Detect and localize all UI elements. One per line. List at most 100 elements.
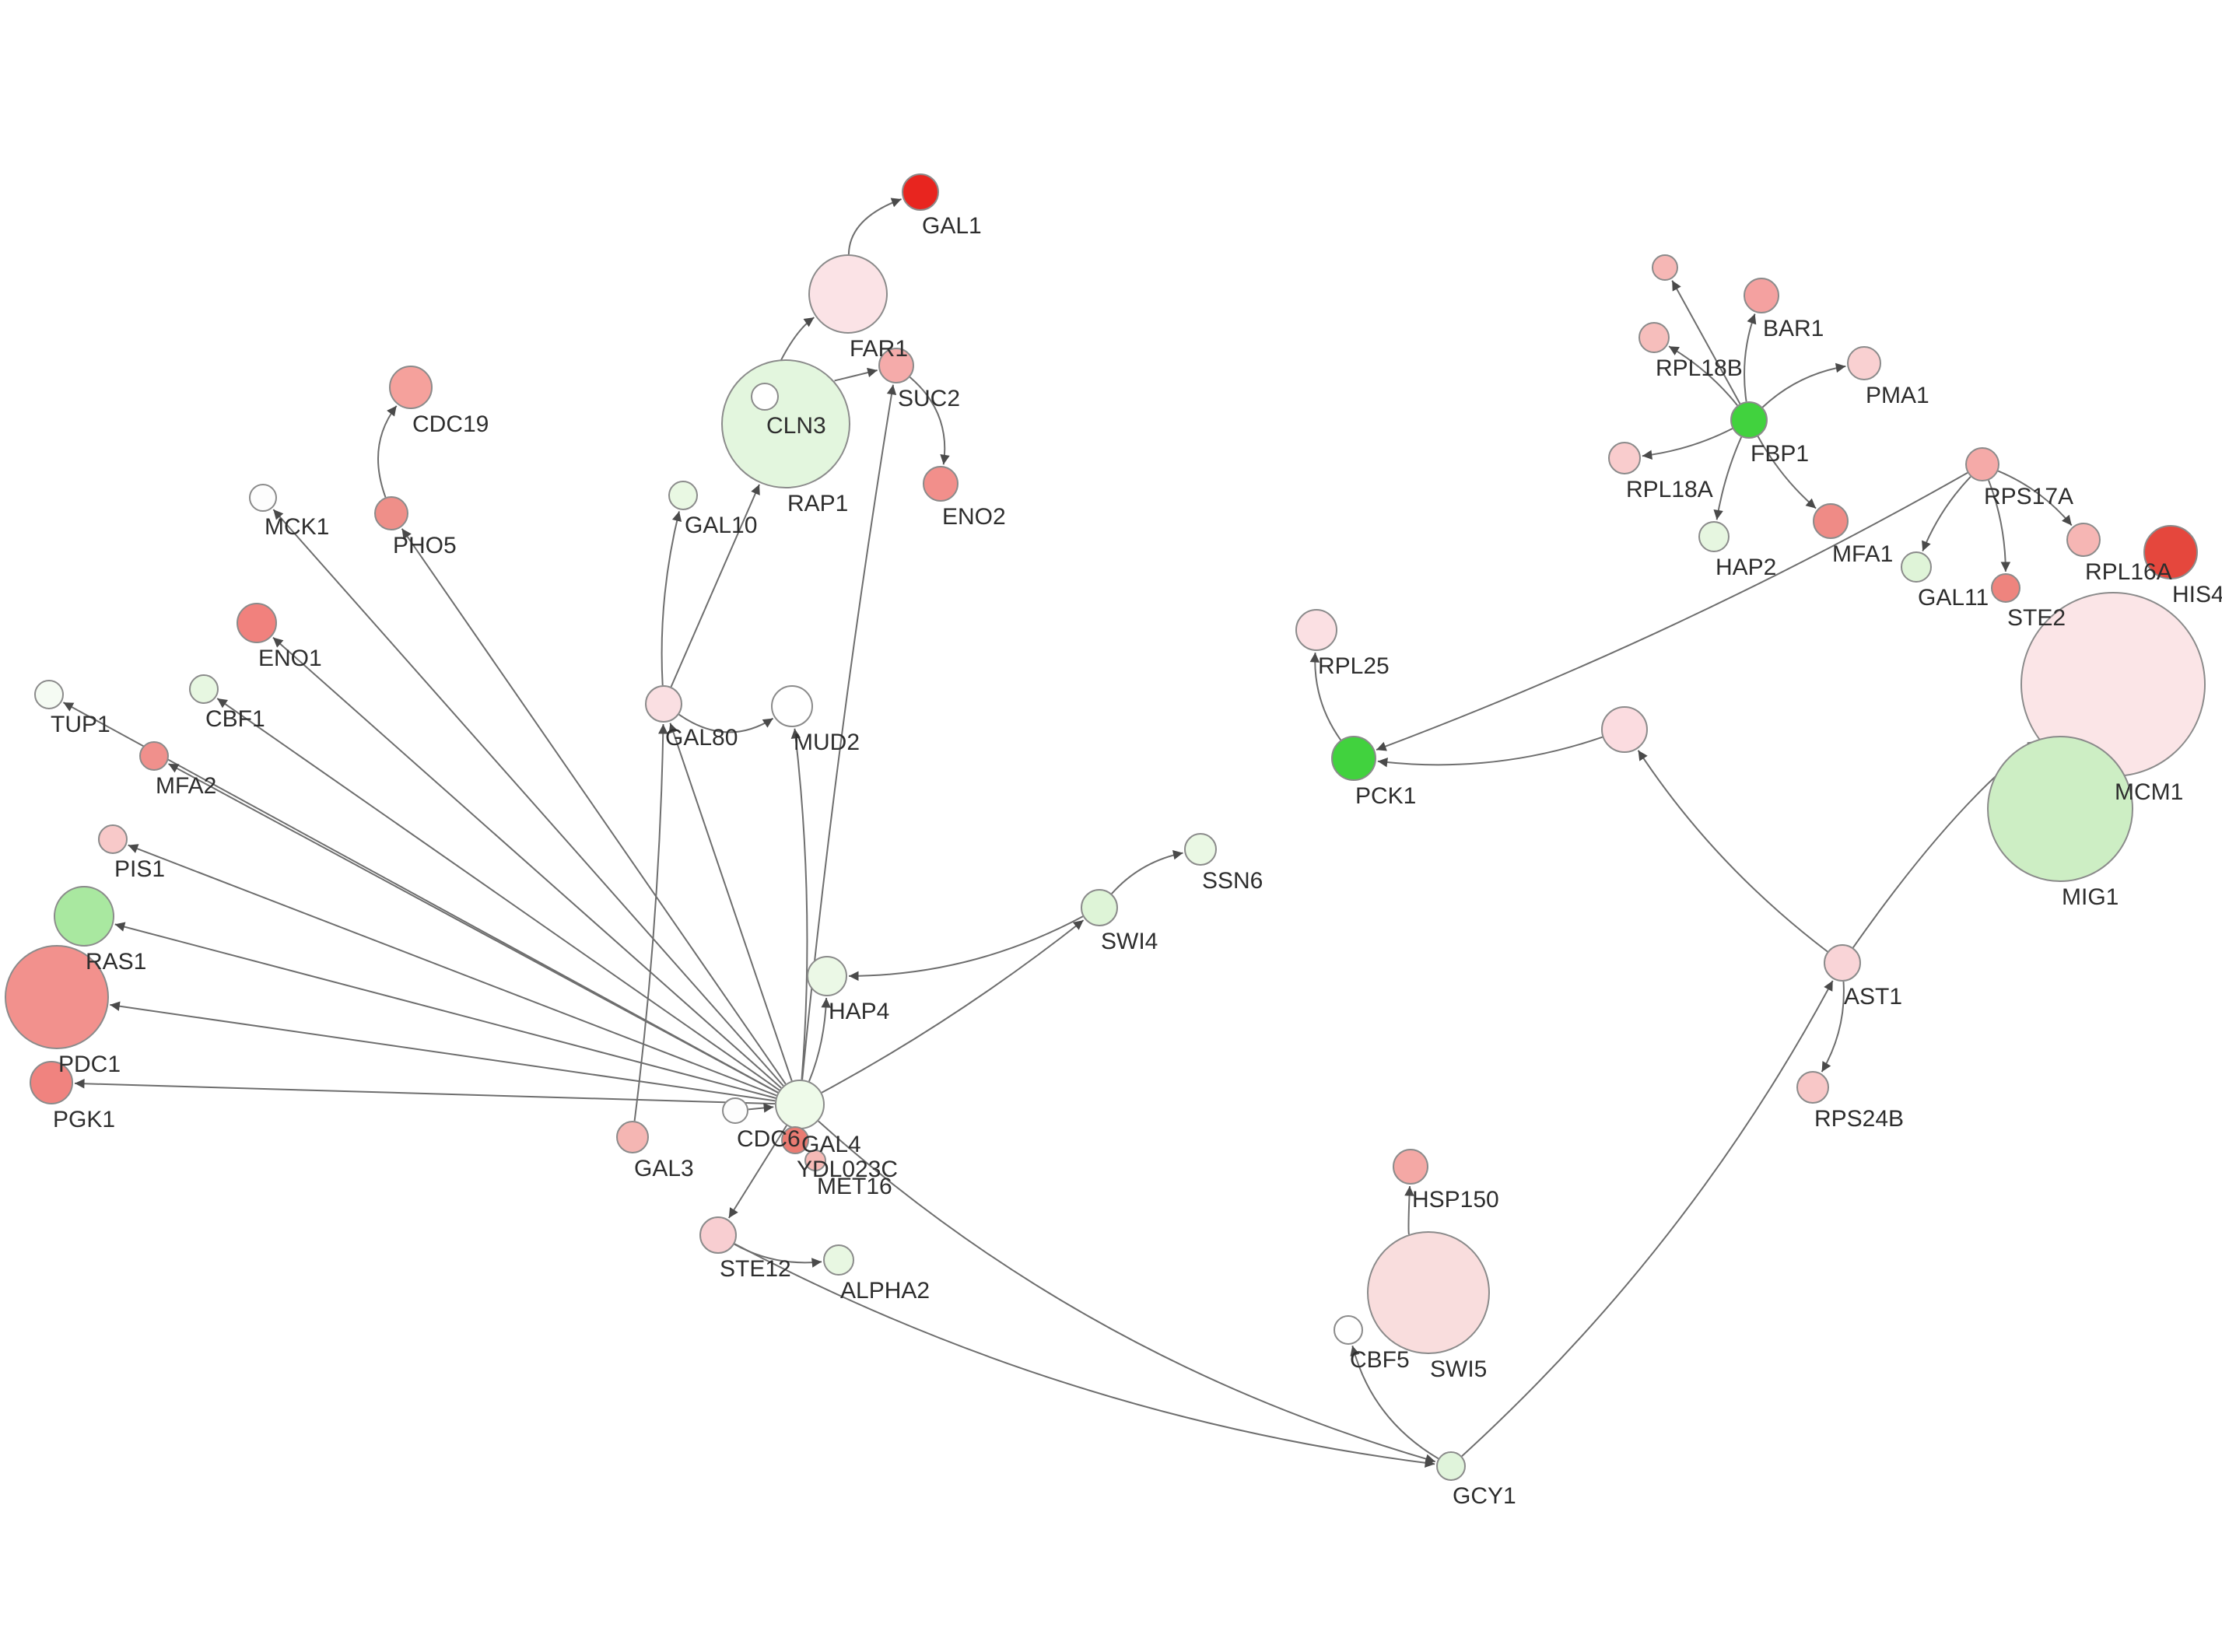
label-ras1: RAS1 (86, 949, 146, 975)
label-cln3: CLN3 (766, 413, 826, 439)
edge-swi4-ssn6 (1111, 849, 1183, 894)
node-gal4[interactable] (775, 1080, 825, 1129)
label-ste12: STE12 (720, 1256, 791, 1282)
node-pma1[interactable] (1847, 346, 1881, 380)
node-ast1[interactable] (1824, 944, 1861, 982)
node-mud2[interactable] (771, 685, 813, 727)
node-rpl18b[interactable] (1638, 322, 1670, 353)
label-ast1: AST1 (1844, 984, 1902, 1010)
node-mfa2[interactable] (139, 741, 169, 771)
label-pho5: PHO5 (393, 533, 457, 558)
node-cbf5[interactable] (1334, 1315, 1363, 1345)
node-his4[interactable] (2143, 525, 2198, 579)
node-ydl023c[interactable] (781, 1126, 809, 1154)
node-gal1[interactable] (902, 173, 939, 211)
node-met16[interactable] (804, 1150, 826, 1171)
node-gcy1[interactable] (1436, 1451, 1466, 1481)
node-gal10[interactable] (668, 481, 698, 510)
node-swi5[interactable] (1367, 1231, 1490, 1354)
node-pis1[interactable] (98, 824, 128, 854)
node-node_b[interactable] (1652, 254, 1678, 281)
node-mfa1[interactable] (1813, 503, 1849, 539)
node-layer (5, 173, 2206, 1481)
node-hap4[interactable] (807, 956, 847, 996)
node-alpha2[interactable] (823, 1244, 854, 1276)
node-mck1[interactable] (249, 484, 277, 512)
label-gal11: GAL11 (1918, 585, 1989, 611)
node-mig1[interactable] (1987, 736, 2133, 882)
node-ssn6[interactable] (1184, 833, 1217, 866)
node-pho5[interactable] (374, 496, 408, 530)
node-tup1[interactable] (34, 680, 64, 709)
edge-gal4-ras1 (114, 922, 776, 1099)
node-pdc1[interactable] (5, 945, 109, 1049)
edge-gal4-pgk1 (74, 1079, 776, 1105)
node-pck1[interactable] (1331, 736, 1376, 781)
label-ste2: STE2 (2007, 605, 2066, 631)
label-mcm1: MCM1 (2115, 779, 2183, 805)
label-bar1: BAR1 (1763, 316, 1824, 341)
node-gal80[interactable] (645, 685, 682, 723)
label-pgk1: PGK1 (53, 1107, 115, 1132)
node-bar1[interactable] (1744, 278, 1779, 313)
edge-cdc6-gal4 (748, 1103, 774, 1113)
node-ste2[interactable] (1991, 573, 2020, 603)
edge-swi5-hsp150 (1404, 1185, 1414, 1235)
node-far1[interactable] (808, 254, 888, 334)
label-gal10: GAL10 (685, 513, 757, 538)
node-ras1[interactable] (54, 886, 114, 947)
node-suc2[interactable] (878, 348, 914, 383)
label-ssn6: SSN6 (1202, 868, 1263, 894)
node-ste12[interactable] (699, 1216, 737, 1254)
edge-gal4-ste12 (727, 1125, 787, 1219)
edge-gal4-mck1 (272, 509, 784, 1087)
node-cbf1[interactable] (189, 674, 219, 704)
label-swi4: SWI4 (1101, 929, 1158, 954)
node-cdc19[interactable] (389, 366, 433, 409)
node-gal3[interactable] (616, 1121, 649, 1153)
edge-gal4-cbf1 (216, 698, 780, 1091)
edge-gal4-hap4 (808, 997, 831, 1082)
edge-gal4-swi4 (821, 919, 1085, 1094)
label-pdc1: PDC1 (58, 1052, 121, 1077)
edge-fbp1-rpl18a (1642, 428, 1733, 460)
node-eno2[interactable] (923, 466, 959, 502)
node-cdc6[interactable] (722, 1097, 748, 1124)
edge-fbp1-bar1 (1744, 313, 1757, 402)
edge-ast1-node_a (1637, 750, 1828, 953)
edge-rps17a-ste2 (1988, 480, 2011, 572)
node-swi4[interactable] (1081, 889, 1118, 926)
edge-rps17a-rpl16a (1997, 470, 2073, 527)
edge-gal80-mud2 (678, 713, 774, 733)
label-hap2: HAP2 (1716, 555, 1776, 580)
node-rps17a[interactable] (1965, 447, 1999, 481)
label-hap4: HAP4 (829, 999, 889, 1024)
edge-ste12-alpha2 (734, 1243, 822, 1268)
node-rpl25[interactable] (1295, 609, 1337, 651)
node-fbp1[interactable] (1730, 401, 1768, 439)
label-rps24b: RPS24B (1814, 1106, 1904, 1132)
node-eno1[interactable] (237, 603, 277, 643)
node-hap2[interactable] (1698, 521, 1730, 552)
node-node_a[interactable] (1601, 706, 1648, 753)
node-gal11[interactable] (1901, 551, 1932, 583)
edge-rps17a-pck1 (1376, 472, 1968, 751)
node-pgk1[interactable] (30, 1061, 73, 1104)
label-hsp150: HSP150 (1412, 1187, 1499, 1213)
node-cln3[interactable] (751, 383, 779, 411)
label-eno1: ENO1 (258, 646, 322, 671)
node-rps24b[interactable] (1796, 1071, 1829, 1104)
edge-gal4-eno1 (272, 636, 782, 1089)
node-rpl16a[interactable] (2066, 523, 2101, 557)
edge-gal4-pis1 (128, 844, 777, 1097)
edge-rap1-suc2 (832, 367, 878, 382)
label-rpl16a: RPL16A (2085, 559, 2172, 585)
edge-far1-gal1 (847, 198, 902, 255)
edge-pho5-cdc19 (377, 405, 398, 498)
label-rap1: RAP1 (787, 491, 848, 516)
node-hsp150[interactable] (1393, 1149, 1428, 1185)
node-rpl18a[interactable] (1608, 442, 1641, 474)
